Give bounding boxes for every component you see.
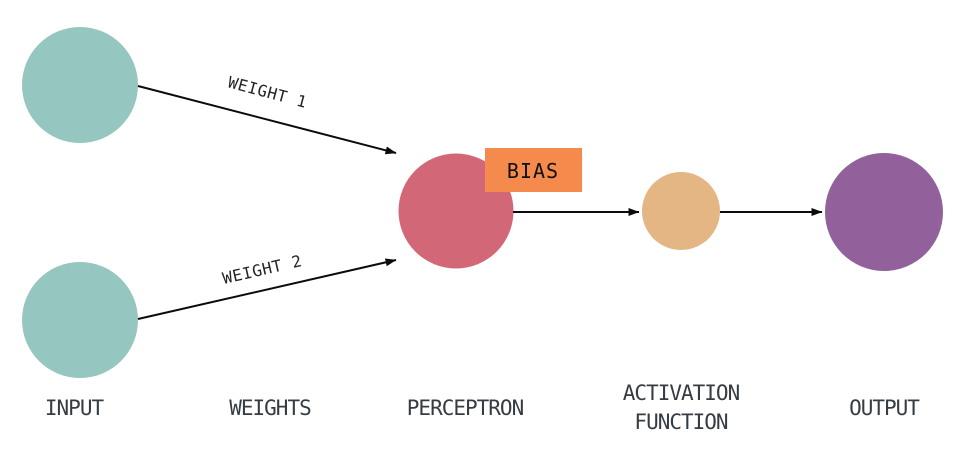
weight1-label: WEIGHT 1 <box>226 73 309 112</box>
bias-box <box>485 148 582 192</box>
stage-label-perceptron: PERCEPTRON <box>407 396 524 420</box>
bias-label: BIAS <box>507 159 559 183</box>
output-node <box>825 153 943 271</box>
stage-label-activation-line1: ACTIVATION <box>623 381 740 405</box>
input-node-1 <box>22 27 138 143</box>
weight2-label: WEIGHT 2 <box>221 251 304 288</box>
weight2-arrow <box>137 258 397 320</box>
stage-label-output: OUTPUT <box>849 396 920 420</box>
perceptron-node <box>398 153 514 269</box>
stage-label-input: INPUT <box>45 396 105 420</box>
stage-label-weights: WEIGHTS <box>229 396 311 420</box>
activation-node <box>642 172 720 250</box>
input-node-2 <box>22 262 138 378</box>
stage-label-activation-line2: FUNCTION <box>634 410 728 434</box>
weight1-arrow <box>137 85 397 155</box>
